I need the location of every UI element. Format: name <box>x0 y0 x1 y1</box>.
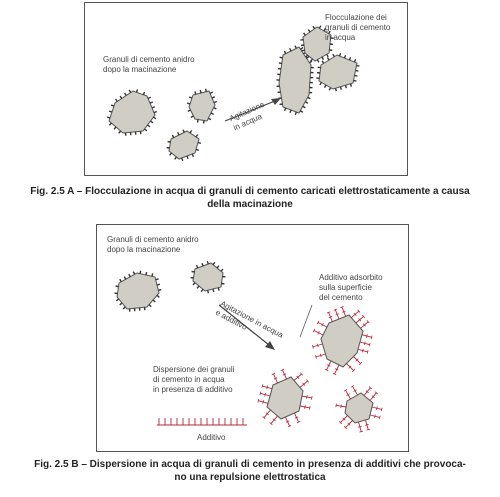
grain-b5 <box>335 385 383 433</box>
grain-b2 <box>190 260 226 294</box>
grains-group-b <box>114 260 383 433</box>
figure-b-drawing <box>114 260 383 433</box>
figure-a-panel: Granuli di cemento anidro dopo la macina… <box>84 2 408 176</box>
label-anhydrous-a: Granuli di cemento anidro dopo la macina… <box>103 55 195 74</box>
label-additive-legend: Additivo <box>197 433 226 442</box>
additive-legend-strip <box>157 418 247 426</box>
label-flocculation: Flocculazione dei granuli di cemento in … <box>325 13 391 42</box>
grain-b1 <box>114 270 162 312</box>
figure-a-drawing <box>106 25 360 162</box>
grain-a3 <box>166 129 202 162</box>
grain-a5 <box>300 25 334 63</box>
grain-a2 <box>186 88 218 124</box>
label-anhydrous-b: Granuli di cemento anidro dopo la macina… <box>107 235 199 254</box>
grain-a4 <box>276 45 314 116</box>
caption-figure-b: Fig. 2.5 B – Dispersione in acqua di gra… <box>34 459 466 483</box>
grain-b3 <box>312 306 373 376</box>
grain-b4 <box>257 368 313 428</box>
grains-group-a <box>106 25 360 162</box>
grain-a1 <box>106 89 158 136</box>
arrow-a <box>224 98 281 122</box>
grain-a6 <box>316 52 360 92</box>
arrow-b <box>218 304 275 350</box>
figure-b-panel: Granuli di cemento anidro dopo la macina… <box>96 224 409 452</box>
label-adsorbed-additive: Additivo adsorbito sulla superficie del … <box>319 273 383 302</box>
leader-line <box>299 304 313 338</box>
label-dispersion: Dispersione dei granuli di cemento in ac… <box>153 365 235 394</box>
caption-figure-a: Fig. 2.5 A – Flocculazione in acqua di g… <box>30 186 470 210</box>
